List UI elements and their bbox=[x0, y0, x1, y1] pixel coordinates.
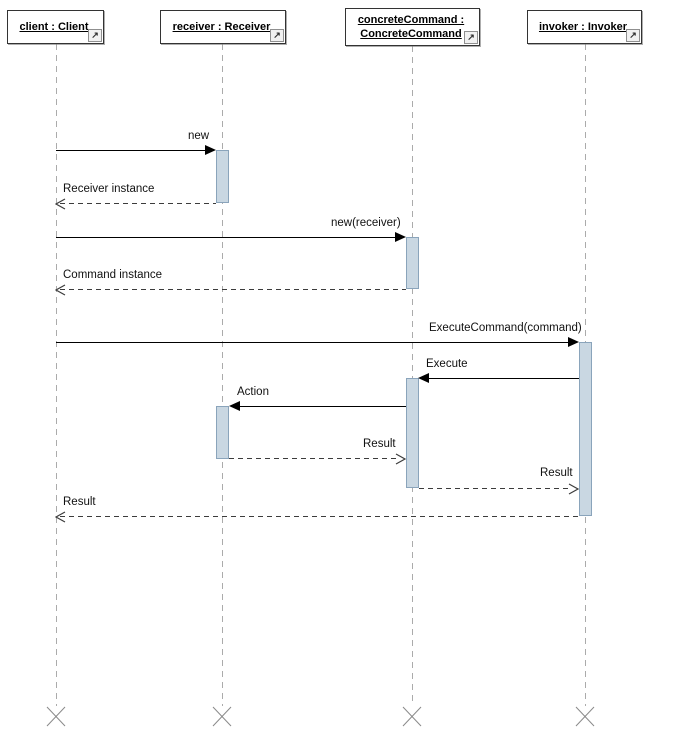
participant-client[interactable]: client : Client ↗ bbox=[7, 10, 104, 44]
external-link-icon[interactable]: ↗ bbox=[88, 29, 102, 42]
participant-invoker[interactable]: invoker : Invoker ↗ bbox=[527, 10, 642, 44]
message-line bbox=[419, 488, 568, 489]
message-line bbox=[429, 378, 579, 379]
sync-arrowhead-icon bbox=[205, 145, 216, 155]
message-label: Command instance bbox=[63, 269, 163, 281]
external-link-icon[interactable]: ↗ bbox=[270, 29, 284, 42]
external-link-icon[interactable]: ↗ bbox=[464, 31, 478, 44]
message-label: new bbox=[188, 130, 210, 142]
participant-name: receiver : Receiver bbox=[172, 21, 271, 33]
activation-receiver-action bbox=[216, 406, 229, 459]
destroy-x-icon bbox=[575, 705, 595, 727]
return-arrowhead-icon bbox=[394, 452, 407, 465]
message-line bbox=[56, 342, 568, 343]
lifeline-client bbox=[56, 44, 57, 706]
return-arrowhead-icon bbox=[567, 482, 580, 495]
message-label: Receiver instance bbox=[63, 183, 155, 195]
participant-name: invoker : Invoker bbox=[538, 21, 628, 33]
destroy-x-icon bbox=[46, 705, 66, 727]
message-line bbox=[60, 203, 216, 204]
participant-name: concreteCommand : ConcreteCommand bbox=[357, 14, 465, 40]
message-label: Result bbox=[63, 496, 96, 508]
message-label: Result bbox=[540, 467, 573, 479]
message-line bbox=[56, 237, 395, 238]
message-label: Execute bbox=[426, 358, 468, 370]
lifeline-concretecommand bbox=[412, 46, 413, 706]
message-label: Action bbox=[237, 386, 269, 398]
message-label: ExecuteCommand(command) bbox=[429, 322, 582, 334]
sync-arrowhead-icon bbox=[229, 401, 240, 411]
sync-arrowhead-icon bbox=[418, 373, 429, 383]
participant-receiver[interactable]: receiver : Receiver ↗ bbox=[160, 10, 286, 44]
message-label: new(receiver) bbox=[331, 217, 401, 229]
lifeline-receiver bbox=[222, 44, 223, 706]
participant-name: client : Client bbox=[19, 21, 89, 33]
return-arrowhead-icon bbox=[54, 197, 67, 210]
message-line bbox=[56, 150, 205, 151]
activation-concretecommand-new bbox=[406, 237, 419, 289]
activation-receiver-new bbox=[216, 150, 229, 203]
message-label: Result bbox=[363, 438, 396, 450]
return-arrowhead-icon bbox=[54, 510, 67, 523]
participant-concretecommand[interactable]: concreteCommand : ConcreteCommand ↗ bbox=[345, 8, 480, 46]
destroy-x-icon bbox=[402, 705, 422, 727]
activation-concretecommand-exec bbox=[406, 378, 419, 488]
message-line bbox=[240, 406, 406, 407]
return-arrowhead-icon bbox=[54, 283, 67, 296]
destroy-x-icon bbox=[212, 705, 232, 727]
activation-invoker-execute bbox=[579, 342, 592, 516]
sync-arrowhead-icon bbox=[395, 232, 406, 242]
sync-arrowhead-icon bbox=[568, 337, 579, 347]
external-link-icon[interactable]: ↗ bbox=[626, 29, 640, 42]
message-line bbox=[60, 289, 406, 290]
message-line bbox=[60, 516, 579, 517]
message-line bbox=[229, 458, 396, 459]
